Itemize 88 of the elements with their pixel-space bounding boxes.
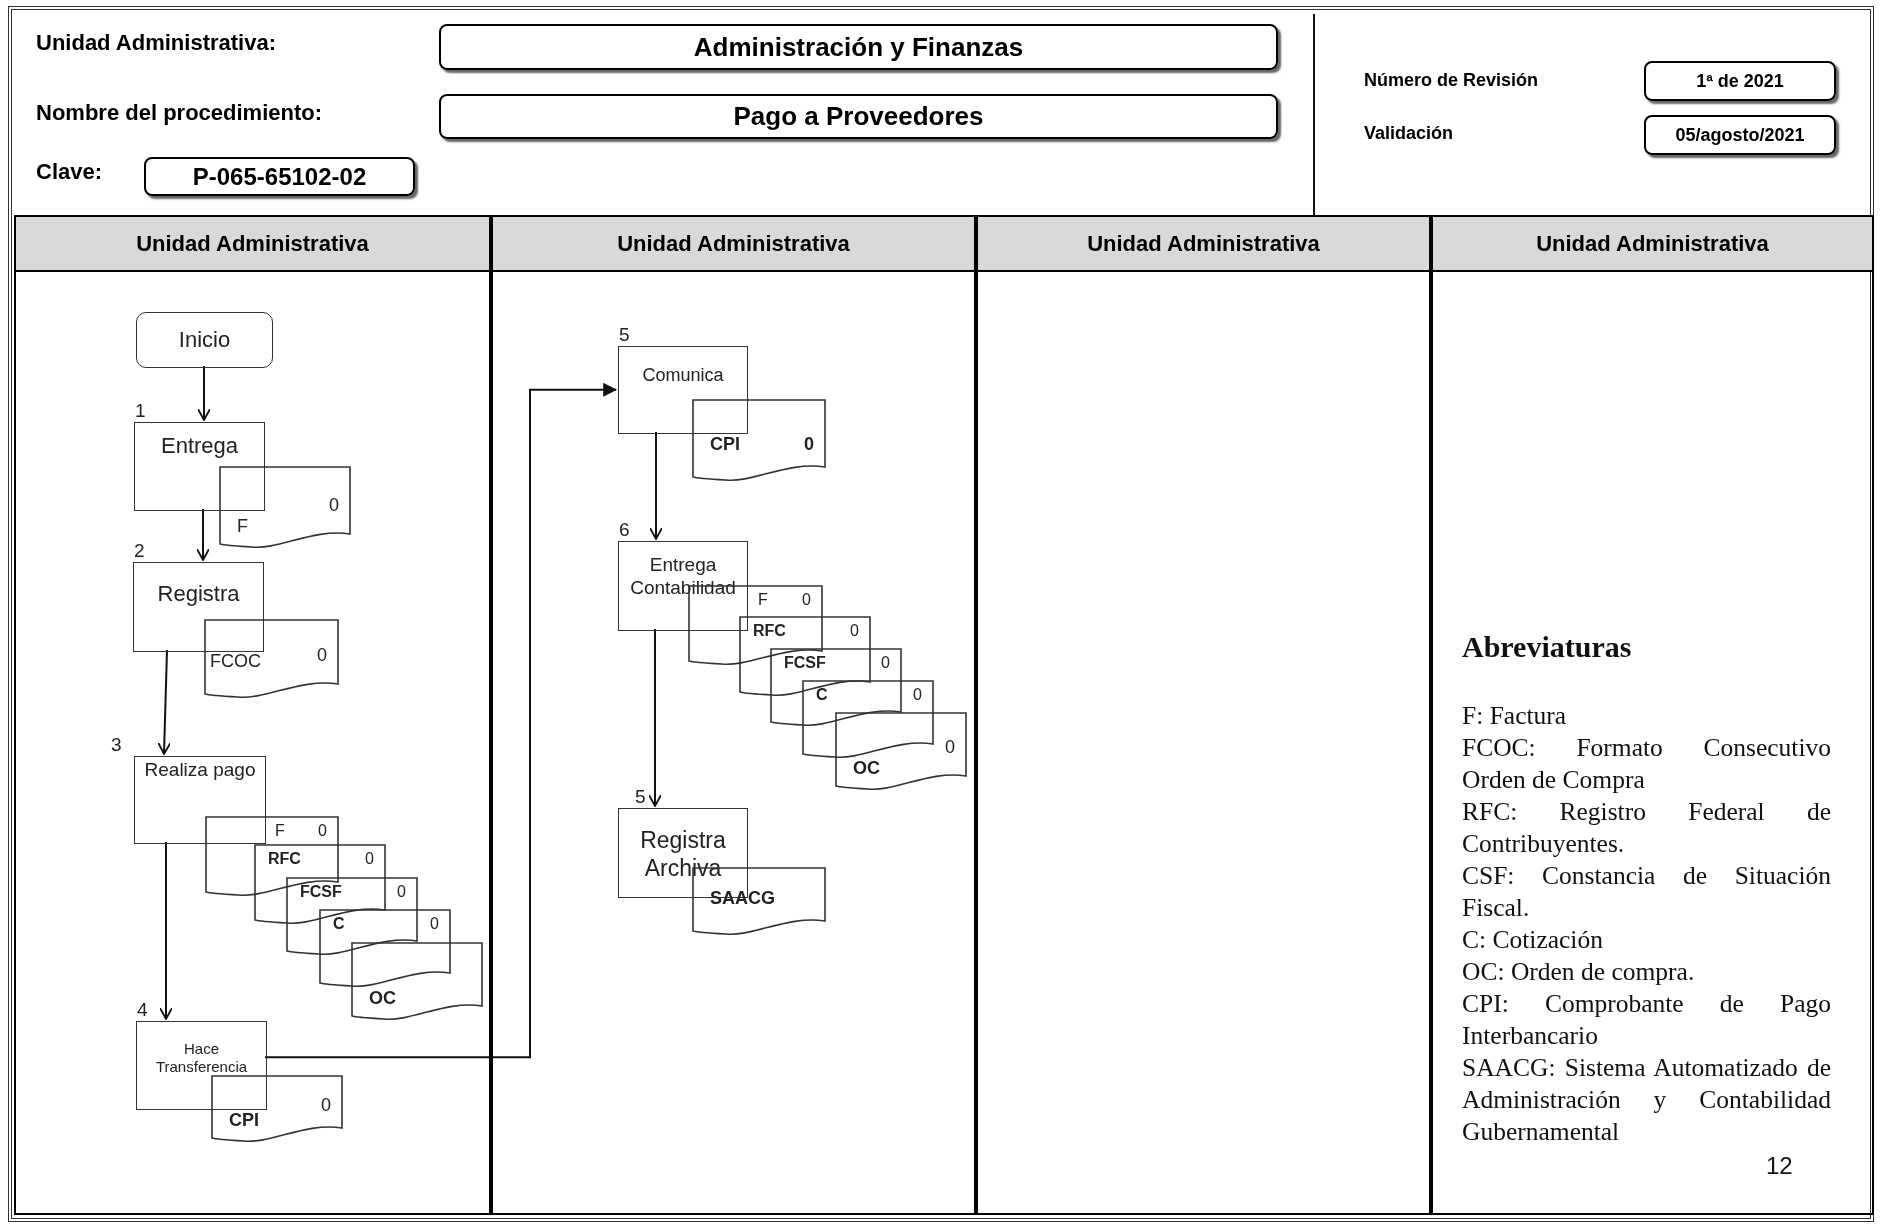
document-shape <box>835 712 967 790</box>
field-box: 1ª de 2021 <box>1644 61 1836 101</box>
document-count: 0 <box>430 916 439 932</box>
arrow <box>649 431 663 540</box>
abbreviation-entry: OC: Orden de compra. <box>1462 956 1696 988</box>
document-code: C <box>333 916 345 932</box>
process-label: Entrega Contabilidad <box>629 554 737 600</box>
abbreviation-entry: C: Cotización <box>1462 924 1604 956</box>
document-code: C <box>816 687 828 703</box>
abbreviation-entry: SAACG: Sistema Automatizado de Administración y Contabilidad Gubernamental <box>1462 1052 1831 1148</box>
abbreviation-entry: CPI: Comprobante de Pago Interbancario <box>1462 988 1831 1052</box>
arrow <box>197 365 211 421</box>
arrow <box>159 841 173 1020</box>
document-code: FCSF <box>300 884 342 900</box>
abbreviation-entry: CSF: Constancia de Situación Fiscal. <box>1462 860 1831 924</box>
document-shape <box>770 648 902 726</box>
document-code: FCSF <box>784 655 826 671</box>
start-terminal: Inicio <box>136 312 273 368</box>
step-number: 4 <box>137 1000 148 1019</box>
arrow <box>157 649 172 755</box>
document-count: 0 <box>317 646 327 664</box>
document-code: F <box>237 517 248 535</box>
document-shape <box>219 466 351 548</box>
abbreviation-entry: F: Factura <box>1462 700 1568 732</box>
document-count: 0 <box>881 655 890 671</box>
abbreviation-entry: FCOC: Formato Consecutivo Orden de Compra <box>1462 732 1831 796</box>
field-box: Pago a Proveedores <box>439 94 1278 139</box>
step-number: 2 <box>134 541 145 560</box>
swimlane <box>976 215 1431 1215</box>
document-count: 0 <box>329 496 339 514</box>
field-label: Clave: <box>36 159 103 185</box>
arrow <box>264 382 618 1059</box>
document-code: RFC <box>268 851 301 867</box>
document-shape <box>319 909 451 987</box>
step-number: 5 <box>619 325 630 344</box>
page-number: 12 <box>1766 1152 1793 1180</box>
step-number: 5 <box>635 787 646 806</box>
document-shape <box>802 680 934 758</box>
step-number: 3 <box>111 735 122 754</box>
lane-header: Unidad Administrativa <box>16 217 489 272</box>
lane-header: Unidad Administrativa <box>493 217 974 272</box>
step-number: 1 <box>135 401 146 420</box>
document-code: OC <box>853 759 880 777</box>
swimlane <box>491 215 976 1215</box>
document-count: 0 <box>913 687 922 703</box>
lane-header: Unidad Administrativa <box>978 217 1429 272</box>
document-shape <box>286 877 418 955</box>
document-code: OC <box>369 989 396 1007</box>
field-box: P-065-65102-02 <box>144 157 415 196</box>
document-code: SAACG <box>710 889 775 907</box>
process-label: Entrega <box>159 433 240 460</box>
document-shape <box>351 942 483 1020</box>
document-code: F <box>758 592 768 608</box>
document-code: RFC <box>753 623 786 639</box>
arrow <box>648 628 662 807</box>
document-code: F <box>275 823 285 839</box>
field-label: Nombre del procedimiento: <box>36 100 323 126</box>
document-shape <box>211 1075 343 1142</box>
lane-header: Unidad Administrativa <box>1433 217 1872 272</box>
process-label: Hace Transferencia <box>154 1040 249 1076</box>
document-count: 0 <box>365 851 374 867</box>
document-count: 0 <box>945 738 955 756</box>
document-code: CPI <box>229 1111 259 1129</box>
swimlane <box>1431 215 1874 1215</box>
field-label: Número de Revisión <box>1364 70 1539 91</box>
process-label: Registra <box>156 581 241 608</box>
document-count: 0 <box>397 884 406 900</box>
field-box: 05/agosto/2021 <box>1644 115 1836 155</box>
document-code: FCOC <box>210 652 261 670</box>
swimlane <box>14 215 491 1215</box>
document-count: 0 <box>318 823 327 839</box>
process-label: Comunica <box>641 365 725 387</box>
arrow <box>196 508 210 561</box>
step-number: 6 <box>619 520 630 539</box>
document-count: 0 <box>802 592 811 608</box>
document-count: 0 <box>804 435 814 453</box>
document-shape <box>692 399 826 481</box>
section-heading: Abreviaturas <box>1462 630 1632 664</box>
field-label: Unidad Administrativa: <box>36 30 276 56</box>
process-label: Registra Archiva <box>639 827 727 883</box>
abbreviation-entry: RFC: Registro Federal de Contribuyentes. <box>1462 796 1831 860</box>
document-count: 0 <box>321 1096 331 1114</box>
document-shape <box>204 619 339 698</box>
document-count: 0 <box>850 623 859 639</box>
document-code: CPI <box>710 435 740 453</box>
field-label: Validación <box>1364 123 1454 144</box>
process-label: Realiza pago <box>143 759 257 782</box>
field-box: Administración y Finanzas <box>439 24 1278 70</box>
